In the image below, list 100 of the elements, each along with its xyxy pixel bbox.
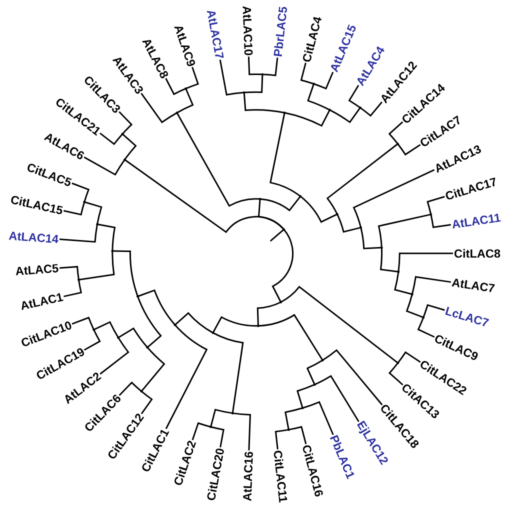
tree-branch xyxy=(100,132,124,145)
branch-point xyxy=(397,270,400,273)
leaf-label: LcLAC7 xyxy=(445,306,490,326)
leaf-label: AtLAC16 xyxy=(243,452,253,502)
tree-branch xyxy=(210,426,224,448)
tree-branch xyxy=(174,312,214,334)
tree-branch xyxy=(84,156,126,176)
tree-branch xyxy=(284,407,303,430)
branch-point xyxy=(174,324,176,326)
tree-branch xyxy=(137,296,162,348)
tree-branch xyxy=(258,314,324,361)
tree-branch xyxy=(186,66,199,90)
branch-point xyxy=(283,112,286,114)
tree-branch xyxy=(140,92,178,124)
tree-branch xyxy=(380,248,399,272)
tree-branch xyxy=(397,143,421,156)
branch-point xyxy=(313,383,316,386)
tree-branch xyxy=(353,169,435,228)
branch-point xyxy=(111,250,114,252)
tree-branch xyxy=(176,112,260,207)
branch-point xyxy=(336,213,338,216)
tree-branch xyxy=(300,196,338,223)
leaf-label: AtLAC17 xyxy=(206,10,224,58)
tree-branch xyxy=(329,107,361,123)
tree-branch xyxy=(314,72,334,90)
branch-point xyxy=(257,324,260,328)
tree-branch xyxy=(360,227,382,250)
branch-point xyxy=(258,198,262,200)
tree-branch xyxy=(122,133,136,160)
tree-branch xyxy=(118,382,142,396)
tree-branch xyxy=(137,290,176,326)
tree-branch xyxy=(307,84,330,111)
tree-branch xyxy=(284,110,330,126)
tree-branch xyxy=(93,321,119,338)
tree-branch xyxy=(418,317,435,338)
tree-branch xyxy=(244,74,264,94)
tree-branch xyxy=(192,422,211,440)
branch-point xyxy=(121,132,124,136)
tree-branch xyxy=(430,214,451,228)
branch-point xyxy=(422,316,425,319)
tree-branch xyxy=(322,349,383,406)
leaf-label: AtLAC7 xyxy=(452,278,495,292)
tree-branch xyxy=(112,250,138,297)
tree-branch xyxy=(140,346,165,392)
tree-branch xyxy=(422,304,445,318)
tree-branch xyxy=(426,196,445,215)
tree-branch xyxy=(270,112,301,197)
tree-branch xyxy=(59,224,98,243)
tree-branch xyxy=(118,328,148,348)
branch-point xyxy=(321,359,324,362)
tree-branch xyxy=(260,196,301,212)
tree-branch xyxy=(280,286,398,364)
root-branch xyxy=(270,228,284,242)
branch-point xyxy=(136,295,139,298)
tree-branch xyxy=(394,272,412,295)
tree-branch xyxy=(397,352,421,364)
leaf-label: AtLAC11 xyxy=(452,214,501,229)
leaf-label: PbrLAC5 xyxy=(274,6,287,56)
branch-point xyxy=(176,112,178,114)
branch-point xyxy=(96,223,98,226)
branch-point xyxy=(358,106,362,109)
branch-point xyxy=(261,73,264,76)
branch-point xyxy=(242,91,246,94)
tree-branch xyxy=(118,111,132,134)
tree-branch xyxy=(97,224,116,251)
tree-branch xyxy=(165,78,186,95)
branch-point xyxy=(83,200,86,204)
tree-branch xyxy=(348,84,361,108)
tree-branch xyxy=(140,390,153,414)
tree-branch xyxy=(388,362,404,386)
tree-branch xyxy=(72,182,90,202)
leaf-label: CitLAC4 xyxy=(303,17,322,62)
tree-branch xyxy=(360,102,382,116)
leaf-label: AtLAC10 xyxy=(242,6,253,56)
tree-branch xyxy=(212,316,258,334)
branch-point xyxy=(396,142,399,146)
branch-point xyxy=(360,226,362,229)
tree-branch xyxy=(248,56,262,76)
branch-point xyxy=(184,87,188,90)
tree-branch xyxy=(272,229,294,302)
tree-branch xyxy=(388,121,404,144)
tree-branch xyxy=(232,412,251,450)
branch-point xyxy=(146,346,149,349)
branch-point xyxy=(92,328,95,331)
branch-point xyxy=(231,412,234,414)
tree-branch xyxy=(100,337,130,375)
tree-branch xyxy=(288,426,307,444)
tree-branch xyxy=(212,332,244,414)
branch-point xyxy=(282,228,286,231)
tree-branch xyxy=(78,250,115,280)
leaf-label: AtLAC14 xyxy=(8,232,58,244)
branch-point xyxy=(123,158,126,161)
leaf-label: CitLAC15 xyxy=(11,196,63,214)
branch-point xyxy=(430,213,432,216)
tree-branch xyxy=(176,88,194,114)
tree-branch xyxy=(84,329,101,351)
tree-branch xyxy=(59,266,80,280)
leaf-label: CitLAC20 xyxy=(207,448,224,500)
branch-point xyxy=(301,406,304,410)
leaf-label: AtLAC1 xyxy=(22,293,64,310)
